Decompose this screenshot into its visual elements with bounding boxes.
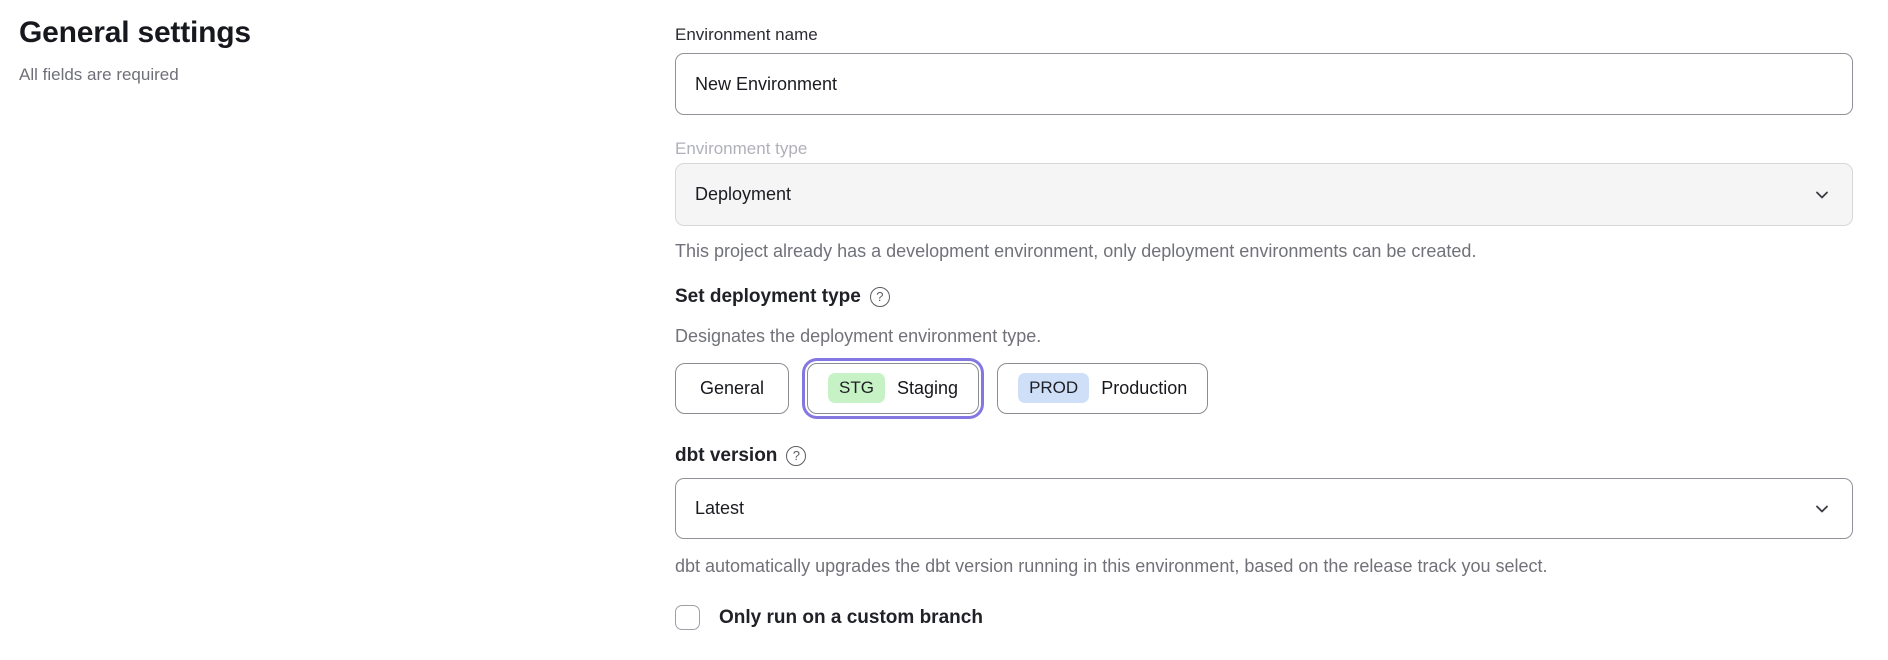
deployment-type-option-staging[interactable]: STG Staging	[807, 362, 980, 414]
environment-name-input[interactable]	[675, 53, 1853, 115]
environment-type-value: Deployment	[695, 184, 792, 204]
deployment-type-option-general[interactable]: General	[675, 362, 790, 414]
dbt-version-heading-text: dbt version	[675, 445, 778, 466]
deployment-type-heading: Set deployment type ?	[675, 285, 1853, 309]
environment-name-label: Environment name	[675, 25, 818, 44]
prod-badge: PROD	[1018, 373, 1090, 403]
help-icon[interactable]: ?	[869, 287, 890, 307]
settings-header: General settings All fields are required	[19, 16, 539, 85]
deployment-type-option-production[interactable]: PROD Production	[997, 362, 1209, 414]
environment-type-label: Environment type	[675, 139, 808, 158]
help-icon[interactable]: ?	[786, 446, 807, 466]
environment-settings-form: Environment name Environment type Deploy…	[675, 0, 1853, 630]
deployment-type-option-label: Staging	[897, 377, 959, 398]
dbt-version-heading: dbt version ?	[675, 444, 1853, 468]
deployment-type-options: General STG Staging PROD Production	[675, 362, 1853, 414]
deployment-type-description: Designates the deployment environment ty…	[675, 326, 1042, 346]
deployment-type-option-label: General	[700, 377, 765, 398]
dbt-version-select[interactable]: Latest	[675, 478, 1853, 539]
chevron-down-icon	[1814, 501, 1830, 517]
custom-branch-row: Only run on a custom branch	[675, 605, 1853, 630]
chevron-down-icon	[1814, 187, 1830, 203]
dbt-version-value: Latest	[695, 498, 745, 518]
environment-type-helper: This project already has a development e…	[675, 241, 1477, 261]
page-title: General settings	[19, 16, 251, 49]
custom-branch-label[interactable]: Only run on a custom branch	[719, 606, 983, 628]
deployment-type-heading-text: Set deployment type	[675, 286, 861, 307]
environment-type-select: Deployment	[675, 163, 1853, 226]
stg-badge: STG	[828, 373, 885, 403]
deployment-type-option-label: Production	[1101, 377, 1188, 398]
dbt-version-helper: dbt automatically upgrades the dbt versi…	[675, 556, 1548, 576]
custom-branch-checkbox[interactable]	[675, 605, 700, 630]
page-subtitle: All fields are required	[19, 65, 179, 84]
